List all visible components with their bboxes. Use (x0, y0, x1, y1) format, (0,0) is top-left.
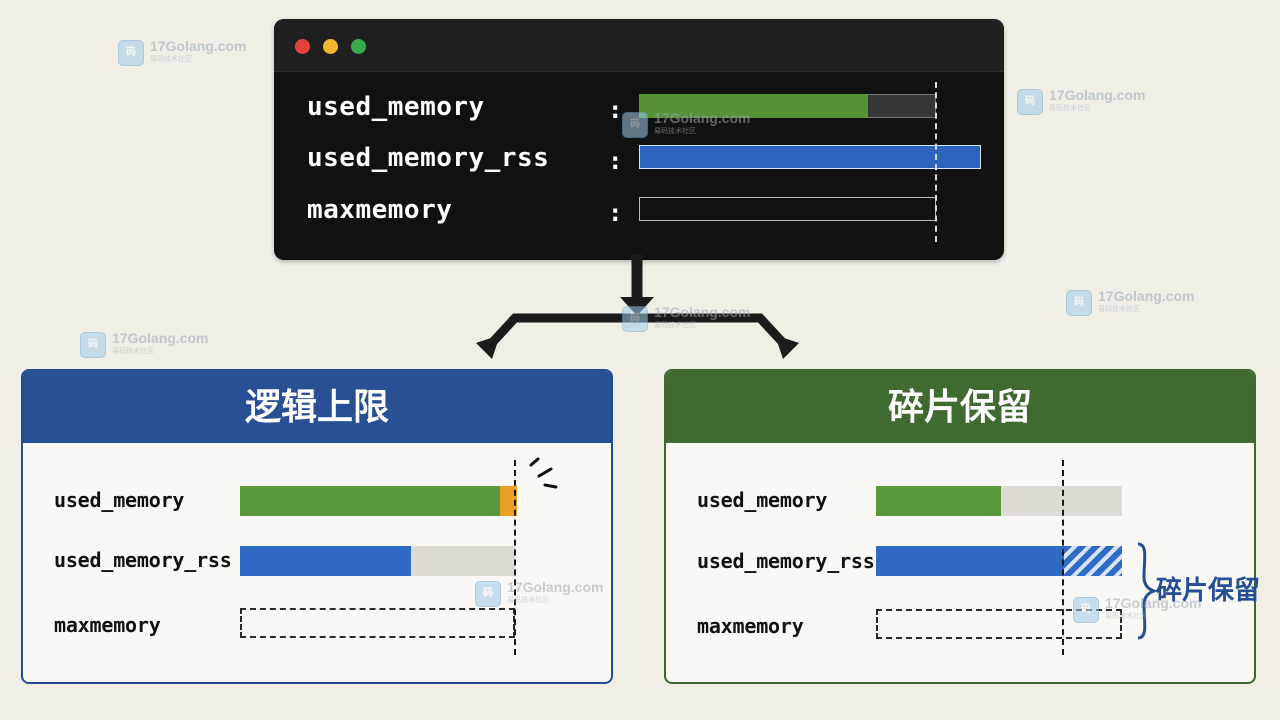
logical-used-memory-rss-label: used_memory_rss (54, 548, 232, 572)
window-maximize-dot[interactable] (351, 39, 366, 54)
logical-maxmemory-bar (240, 608, 515, 638)
watermark-text: 17Golang.com (1098, 288, 1195, 304)
watermark-text: 17Golang.com (1105, 595, 1202, 611)
watermark-logo-icon: 码 (622, 306, 648, 332)
fragmentation-side-note: 碎片保留 (1156, 575, 1261, 605)
watermark-text: 17Golang.com (654, 304, 751, 320)
logical-used-memory-bar (240, 486, 500, 516)
fragment-used-memory-rss-label: used_memory_rss (697, 549, 875, 573)
maxmemory-bar (639, 197, 936, 221)
fragment-used-memory-label: used_memory (697, 488, 828, 512)
watermark-subtext: 易码技术社区 (507, 597, 549, 604)
fragment-maxmemory-bar (876, 609, 1122, 639)
terminal-titlebar (274, 19, 1004, 72)
fragment-maxmemory-label: maxmemory (697, 614, 804, 638)
watermark-logo-icon: 码 (622, 112, 648, 138)
logical-used-memory-overflow-bar (500, 486, 517, 516)
watermark-text: 17Golang.com (654, 110, 751, 126)
logical-limit-title: 逻辑上限 (244, 386, 389, 427)
watermark-subtext: 易码技术社区 (1098, 306, 1140, 313)
window-close-dot[interactable] (295, 39, 310, 54)
terminal-colon-used-memory-rss: : (608, 147, 623, 175)
watermark-text: 17Golang.com (112, 330, 209, 346)
watermark-logo-icon: 码 (1066, 290, 1092, 316)
watermark-text: 17Golang.com (1049, 87, 1146, 103)
fragmentation-reserve-title: 碎片保留 (887, 386, 1032, 427)
watermark-logo-icon: 码 (1073, 597, 1099, 623)
watermark-subtext: 易码技术社区 (150, 56, 192, 63)
fragmentation-reserve-header: 碎片保留 (666, 371, 1254, 443)
terminal-colon-used-memory: : (608, 96, 623, 124)
logical-maxmemory-label: maxmemory (54, 613, 161, 637)
watermark-logo-icon: 码 (80, 332, 106, 358)
window-minimize-dot[interactable] (323, 39, 338, 54)
terminal-label-maxmemory: maxmemory (307, 195, 453, 225)
logical-used-memory-rss-bar (240, 546, 411, 576)
brace-icon (1137, 542, 1159, 640)
watermark-logo-icon: 码 (475, 581, 501, 607)
watermark-subtext: 易码技术社区 (112, 348, 154, 355)
watermark-subtext: 易码技术社区 (1105, 613, 1147, 620)
warning-spark-icon (529, 457, 558, 489)
fragmentation-reserve-panel: 碎片保留 used_memory used_memory_rss maxmemo… (664, 369, 1256, 684)
fragment-used-memory-bar (876, 486, 1001, 516)
terminal-window: used_memory : used_memory_rss : maxmemor… (274, 19, 1004, 260)
logical-limit-line (514, 460, 516, 655)
terminal-limit-line (935, 82, 937, 242)
terminal-label-used-memory: used_memory (307, 92, 485, 122)
fragment-used-memory-rss-bar (876, 546, 1064, 576)
fragment-overhead-hatch (1064, 546, 1122, 576)
terminal-colon-maxmemory: : (608, 199, 623, 227)
watermark-logo-icon: 码 (118, 40, 144, 66)
watermark-subtext: 易码技术社区 (654, 128, 696, 135)
terminal-label-used-memory-rss: used_memory_rss (307, 143, 550, 173)
fragment-reserve-line (1062, 460, 1064, 655)
watermark-logo-icon: 码 (1017, 89, 1043, 115)
logical-limit-header: 逻辑上限 (23, 371, 611, 443)
watermark-text: 17Golang.com (150, 38, 247, 54)
watermark-subtext: 易码技术社区 (654, 322, 696, 329)
used-memory-bar-fill (639, 94, 868, 118)
logical-limit-panel: 逻辑上限 used_memory used_memory_rss maxmemo… (21, 369, 613, 684)
used-memory-rss-bar (639, 145, 981, 169)
watermark-subtext: 易码技术社区 (1049, 105, 1091, 112)
watermark-text: 17Golang.com (507, 579, 604, 595)
logical-used-memory-label: used_memory (54, 488, 185, 512)
